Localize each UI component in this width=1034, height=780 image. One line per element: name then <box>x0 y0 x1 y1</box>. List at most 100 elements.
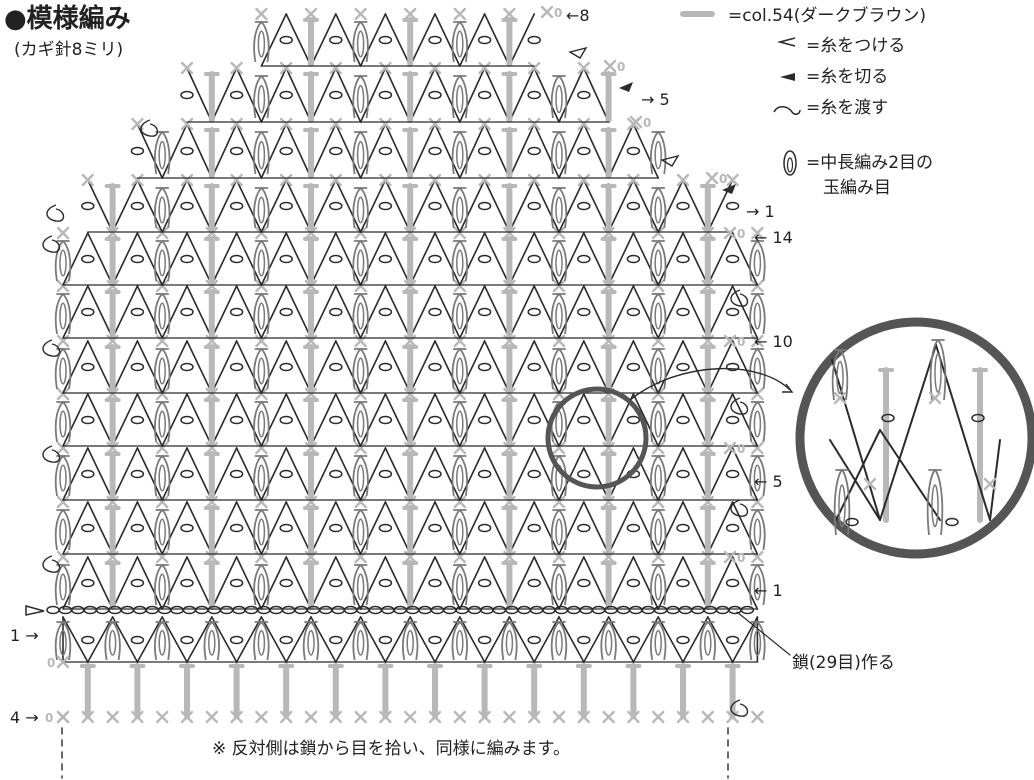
sc-x-mark <box>503 495 516 509</box>
chain-stitch <box>232 605 246 615</box>
zigzag-line <box>62 393 89 447</box>
zigzag-line <box>235 501 263 555</box>
chain-stitch <box>666 605 680 615</box>
zigzag-line <box>434 616 461 663</box>
zigzag-line <box>334 556 362 610</box>
dc-stitch-gray <box>79 663 96 719</box>
bobble-stitch <box>352 292 369 335</box>
zigzag-line <box>657 556 684 610</box>
zigzag-line <box>409 501 436 555</box>
bobble-stitch <box>649 620 667 661</box>
zoom-chain <box>945 517 959 527</box>
chain-stitch <box>492 605 507 615</box>
zigzag-line <box>111 340 139 394</box>
chain-stitch <box>428 35 442 45</box>
bobble-stitch <box>153 186 171 229</box>
dc-stitch-gray <box>303 289 319 339</box>
zigzag-line <box>384 616 412 663</box>
dc-stitch-gray <box>501 289 518 339</box>
chain-stitch <box>180 469 194 479</box>
zigzag-line <box>359 556 387 610</box>
sc-x-mark <box>155 441 169 455</box>
chain-stitch <box>331 605 345 615</box>
zigzag-line <box>161 393 188 447</box>
chain-stitch <box>130 635 145 645</box>
zigzag-line <box>607 340 635 394</box>
bobble-stitch <box>451 186 469 229</box>
carry-curve <box>730 499 749 517</box>
bobble-inner <box>356 140 365 170</box>
zigzag-line <box>682 232 709 286</box>
bobble-inner <box>555 573 563 601</box>
chain-stitch <box>58 605 73 615</box>
legend-color: =col.54(ダークブラウン) <box>728 6 927 26</box>
sc-x-mark <box>230 61 243 75</box>
chain-stitch <box>81 469 95 479</box>
zigzag-line <box>434 285 461 339</box>
sc-x-mark <box>751 710 764 724</box>
chain-stitch <box>676 469 690 479</box>
zigzag-line <box>483 232 511 286</box>
sc-x-mark <box>577 710 590 724</box>
chain-stitch <box>527 362 541 372</box>
sc-x-mark <box>180 117 194 131</box>
zigzag-line <box>483 67 511 123</box>
chain-stitch <box>715 605 730 615</box>
zigzag-line <box>706 616 734 663</box>
legend-curve <box>773 106 801 115</box>
zigzag-line <box>458 340 486 394</box>
chain-stitch <box>130 415 145 425</box>
sc-x-mark <box>56 387 70 401</box>
zigzag-line <box>483 179 511 233</box>
sc-x-mark <box>354 387 367 401</box>
zigzag-line <box>434 340 461 394</box>
zigzag-line <box>334 232 362 286</box>
sc-x-mark <box>131 117 144 131</box>
zigzag-line <box>409 447 436 501</box>
chain-stitch <box>329 90 343 100</box>
sc-x-mark <box>453 279 466 293</box>
chain-stitch <box>279 35 293 45</box>
zigzag-line <box>161 179 188 233</box>
zigzag-line <box>334 179 362 233</box>
row-end-mark <box>723 441 737 455</box>
bobble-stitch <box>749 454 766 497</box>
zigzag-line <box>508 447 536 501</box>
chain-stitch <box>279 146 293 156</box>
zigzag-line <box>508 232 536 286</box>
zigzag-line <box>384 285 412 339</box>
zigzag-line <box>260 616 288 663</box>
row-end-mark <box>56 710 70 724</box>
chain-stitch <box>626 523 641 533</box>
zigzag-line <box>310 393 337 447</box>
chain-stitch <box>279 415 293 425</box>
chain-stitch <box>83 605 97 615</box>
carry-curve <box>730 699 749 717</box>
zigzag-line <box>706 393 734 447</box>
dc-stitch-gray <box>203 344 220 394</box>
row-label-8: ←8 <box>566 6 590 25</box>
dc-stitch-gray <box>203 183 220 233</box>
bobble-inner <box>456 410 464 438</box>
zigzag-line <box>334 447 362 501</box>
sc-x-mark <box>701 441 714 455</box>
bobble-stitch <box>550 130 568 175</box>
row-label-1-top: → 1 <box>746 202 775 221</box>
chain-stitch <box>157 605 172 615</box>
chain-stitch <box>46 605 60 615</box>
bobble-stitch <box>550 74 568 119</box>
bobble-inner <box>257 30 266 58</box>
zigzag-line <box>186 285 213 339</box>
bobble-inner <box>356 84 365 114</box>
dc-stitch-gray <box>303 451 319 501</box>
zigzag-line <box>359 285 387 339</box>
zigzag-line <box>483 447 511 501</box>
chain-stitch <box>378 254 393 264</box>
chain-stitch <box>378 90 393 100</box>
bobble-inner <box>356 410 365 438</box>
bobble-inner <box>654 410 662 438</box>
dc-stitch-gray <box>104 344 121 394</box>
chain-stitch <box>378 146 393 156</box>
chain-stitch <box>81 254 95 264</box>
zigzag-line <box>533 556 560 610</box>
